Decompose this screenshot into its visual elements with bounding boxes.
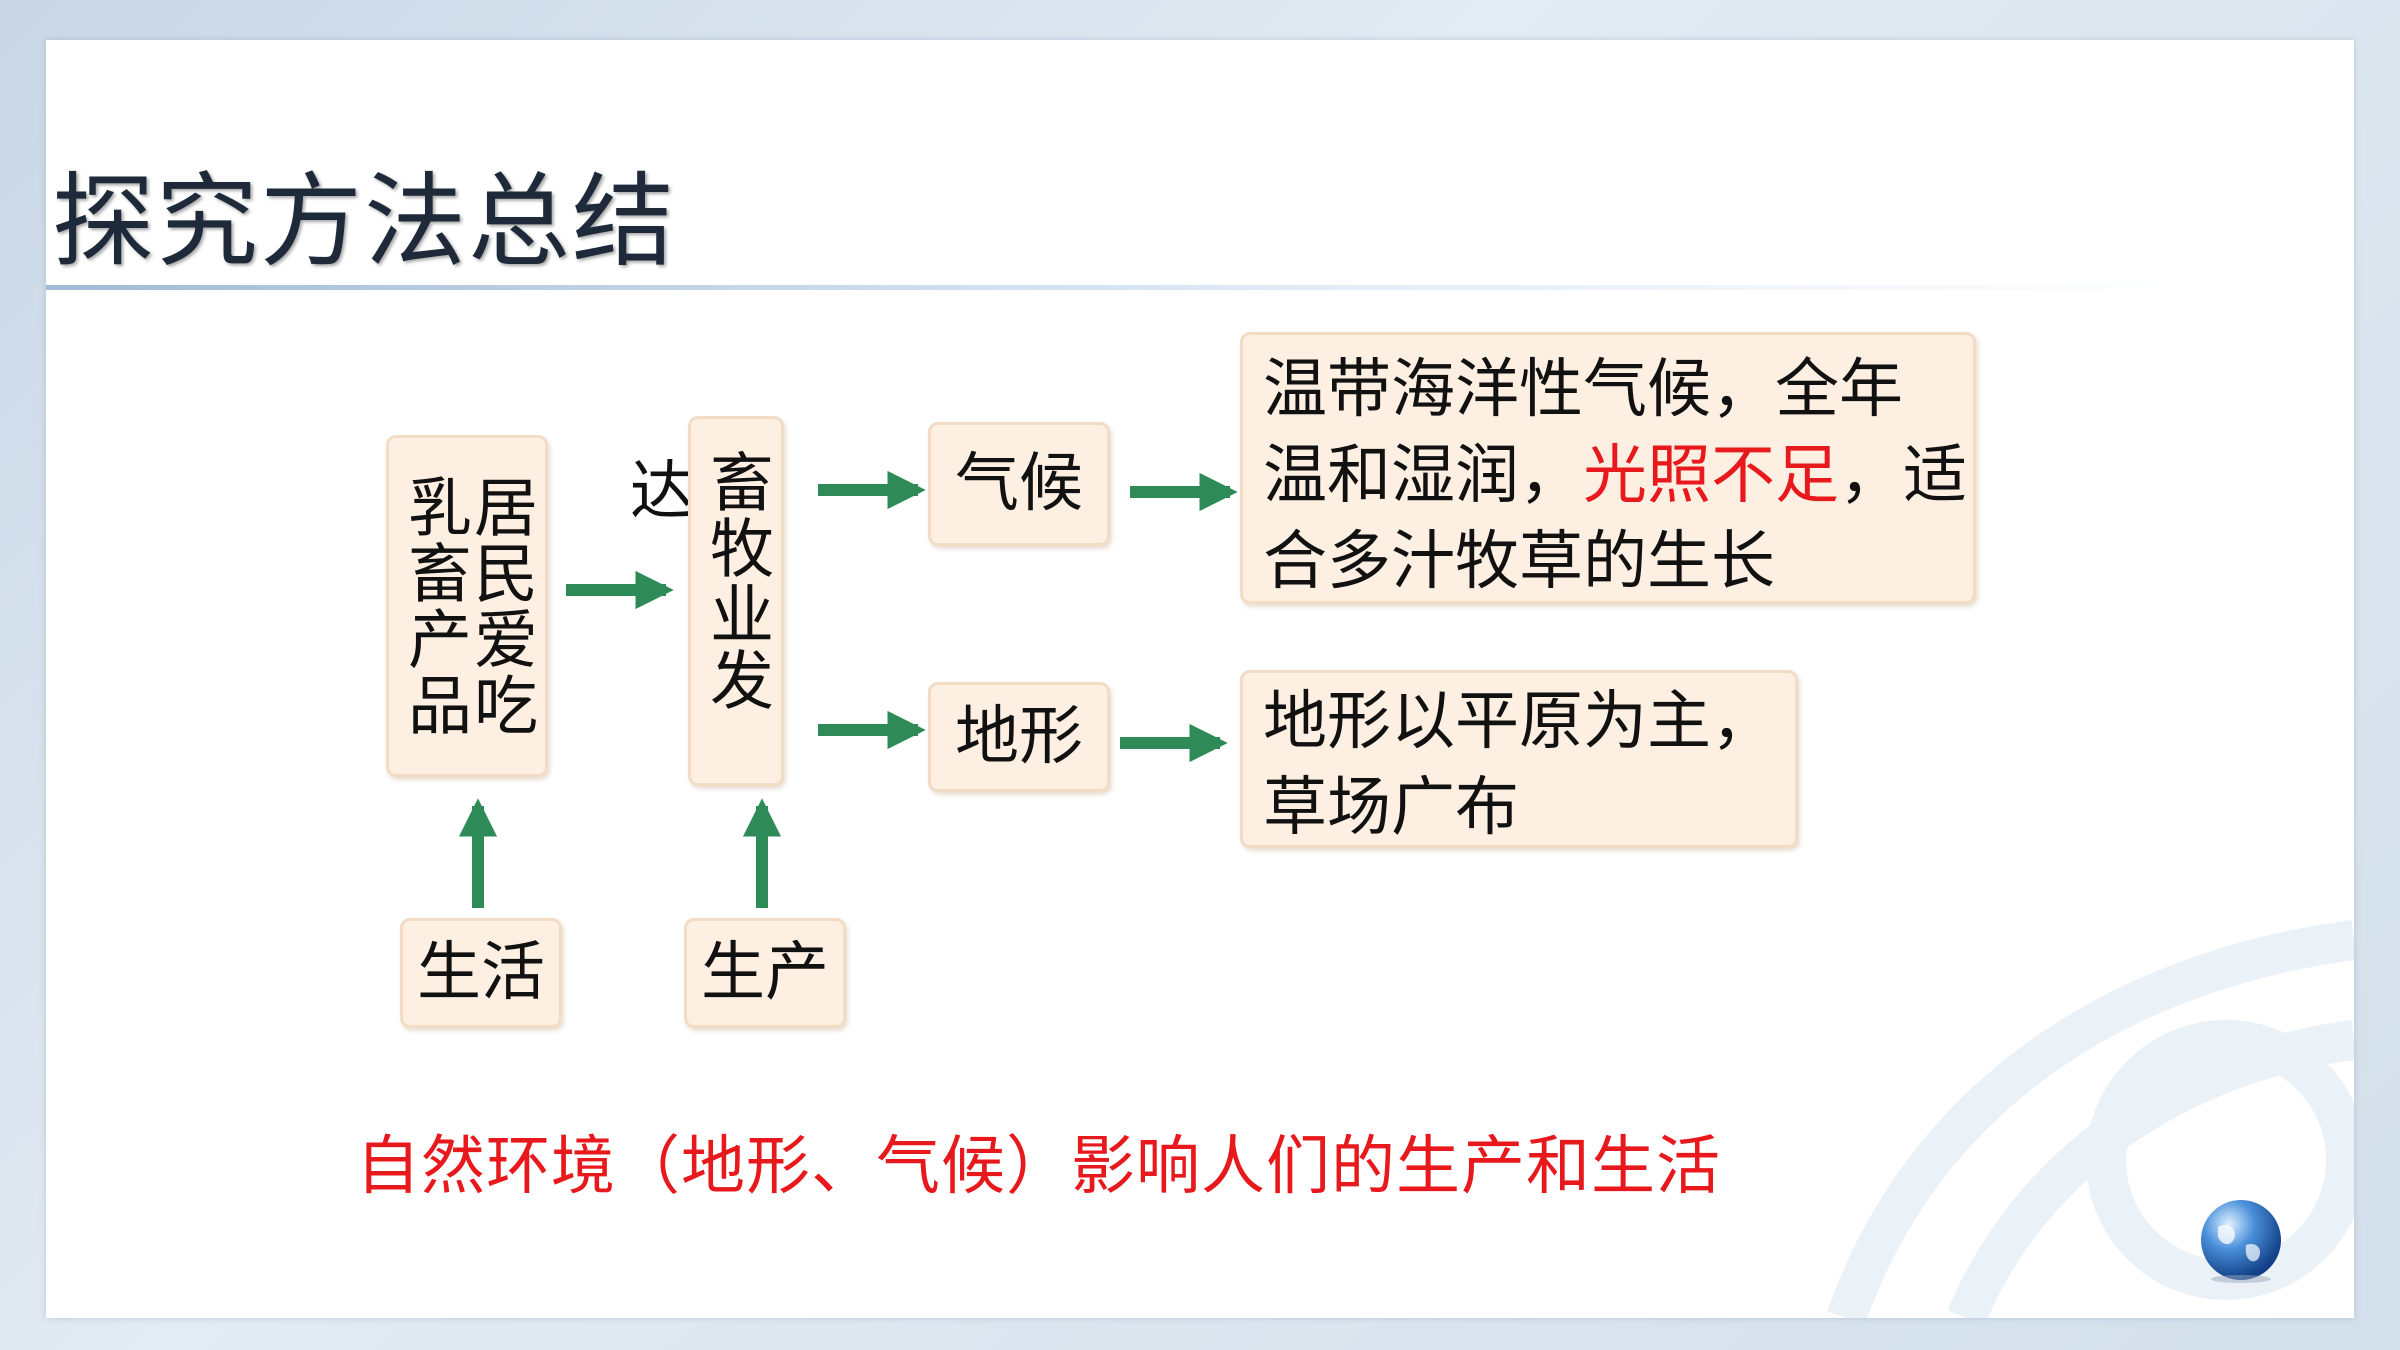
industry-box: 畜牧业发 <box>688 416 784 786</box>
climate-detail-line1: 温带海洋性气候，全年 <box>1263 353 1903 427</box>
climate-box: 气候 <box>928 422 1110 546</box>
industry-text: 畜牧业发 <box>699 449 773 713</box>
climate-detail-box: 温带海洋性气候，全年 温和湿润，光照不足，适 合多汁牧草的生长 <box>1240 332 1976 604</box>
terrain-box: 地形 <box>928 682 1110 792</box>
climate-detail-line2: 温和湿润，光照不足，适 <box>1263 433 1973 519</box>
arrows-layer <box>458 470 1238 908</box>
climate-detail-line2-a: 温和湿润， <box>1263 439 1583 513</box>
terrain-detail-line1: 地形以平原为主， <box>1263 685 1775 759</box>
terrain-detail-line2: 草场广布 <box>1263 771 1519 845</box>
climate-detail-highlight: 光照不足 <box>1583 439 1839 513</box>
climate-detail-line2-b: ，适 <box>1839 439 1967 513</box>
residents-box: 居民爱吃乳畜产品 <box>386 435 548 777</box>
slide: 探究方法总结 居民爱吃乳畜产品 达 畜牧业发 气候 地形 温带海洋性气候，全年 … <box>46 40 2354 1318</box>
residents-text: 居民爱吃乳畜产品 <box>397 474 537 738</box>
page-title: 探究方法总结 <box>52 163 676 282</box>
terrain-label: 地形 <box>955 700 1083 774</box>
title-underline <box>46 285 2226 290</box>
climate-label: 气候 <box>955 447 1083 521</box>
climate-detail-line3: 合多汁牧草的生长 <box>1263 525 1775 599</box>
production-box: 生产 <box>684 918 846 1028</box>
life-box: 生活 <box>400 918 562 1028</box>
conclusion-text: 自然环境（地形、气候）影响人们的生产和生活 <box>356 1130 1721 1204</box>
industry-prefix: 达 <box>630 455 694 529</box>
globe-icon <box>2201 1200 2281 1283</box>
life-label: 生活 <box>417 936 545 1010</box>
production-label: 生产 <box>701 936 829 1010</box>
terrain-detail-box: 地形以平原为主， 草场广布 <box>1240 670 1798 848</box>
